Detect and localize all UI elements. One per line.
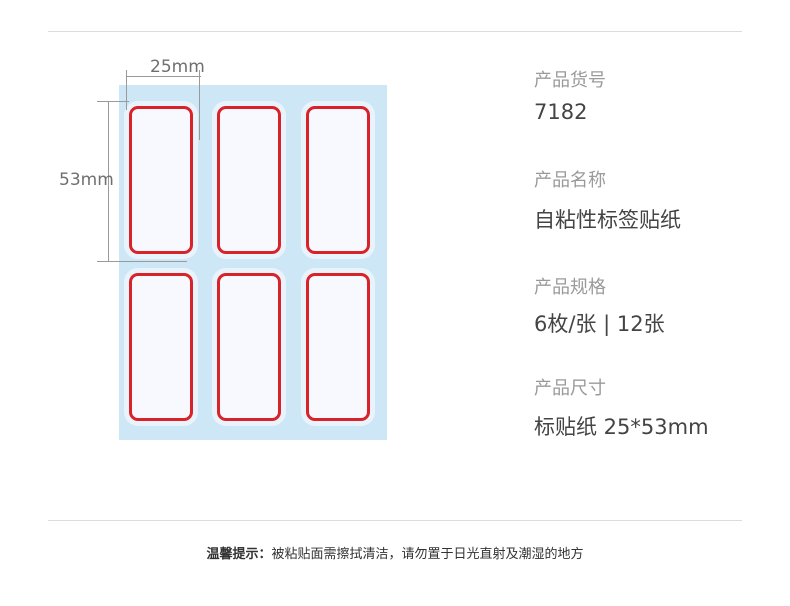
notice-text: 被粘贴面需擦拭清洁，请勿置于日光直射及潮湿的地方 bbox=[271, 547, 584, 562]
top-divider bbox=[48, 31, 742, 32]
width-dimension-tick-left bbox=[126, 70, 127, 110]
sticker-label bbox=[306, 273, 370, 421]
spec-label-product-name: 产品名称 bbox=[534, 170, 606, 191]
width-dimension-line bbox=[126, 76, 201, 77]
bottom-divider bbox=[48, 520, 742, 521]
width-dimension-tick-right bbox=[199, 70, 200, 140]
usage-notice: 温馨提示：被粘贴面需擦拭清洁，请勿置于日光直射及潮湿的地方 bbox=[0, 543, 790, 562]
spec-label-size: 产品尺寸 bbox=[534, 378, 606, 399]
sticker-label bbox=[306, 106, 370, 254]
sticker-label bbox=[217, 106, 281, 254]
height-dimension-line bbox=[108, 101, 109, 262]
height-dimension-label: 53mm bbox=[59, 170, 114, 190]
sticker-label bbox=[129, 106, 193, 254]
notice-prefix: 温馨提示： bbox=[206, 547, 272, 562]
sticker-label bbox=[217, 273, 281, 421]
spec-value-specification: 6枚/张 | 12张 bbox=[534, 312, 665, 336]
spec-value-size: 标贴纸 25*53mm bbox=[534, 415, 709, 439]
width-dimension-label: 25mm bbox=[150, 57, 205, 77]
spec-label-item-number: 产品货号 bbox=[534, 70, 606, 91]
label-sheet-image bbox=[119, 85, 387, 440]
sticker-label bbox=[129, 273, 193, 421]
spec-value-product-name: 自粘性标签贴纸 bbox=[534, 208, 681, 232]
spec-value-item-number: 7182 bbox=[534, 100, 588, 124]
height-dimension-tick-bottom bbox=[97, 261, 187, 262]
spec-label-specification: 产品规格 bbox=[534, 277, 606, 298]
height-dimension-tick-top bbox=[97, 101, 129, 102]
